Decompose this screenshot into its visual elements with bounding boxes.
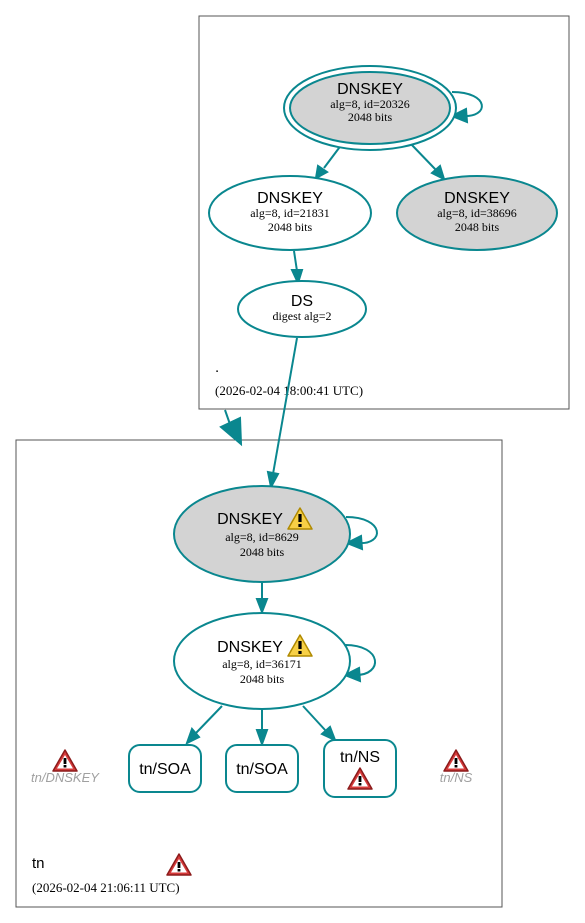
rrset-tn-ns[interactable]: tn/NS [323, 739, 397, 798]
node-alg-id: alg=8, id=38696 [437, 206, 517, 220]
tn-zone-timestamp: (2026-02-04 21:06:11 UTC) [32, 880, 180, 895]
node-bits: 2048 bits [348, 110, 393, 124]
rrset-tn-soa-1[interactable]: tn/SOA [128, 744, 202, 793]
node-title: DNSKEY [217, 511, 283, 528]
rrset-label: tn/NS [340, 749, 380, 766]
node-title: DS [291, 293, 313, 310]
node-title: DNSKEY [444, 190, 510, 207]
node-alg-id: alg=8, id=36171 [222, 657, 302, 671]
rrset-label: tn/SOA [236, 761, 288, 778]
dnskey-node-21831[interactable]: DNSKEY alg=8, id=21831 2048 bits [208, 175, 372, 251]
node-title: DNSKEY [217, 639, 283, 656]
delegation-edge [219, 409, 243, 447]
tn-zone-name: tn [32, 855, 45, 872]
dnskey-node-38696[interactable]: DNSKEY alg=8, id=38696 2048 bits [396, 175, 558, 251]
node-alg-id: alg=8, id=21831 [250, 206, 330, 220]
root-edges [266, 91, 483, 490]
rrset-tn-soa-2[interactable]: tn/SOA [225, 744, 299, 793]
node-digest: digest alg=2 [272, 309, 331, 323]
dnskey-node-20326[interactable]: DNSKEY alg=8, id=20326 2048 bits [283, 65, 457, 151]
ds-node[interactable]: DS digest alg=2 [237, 280, 367, 338]
node-bits: 2048 bits [268, 220, 313, 234]
node-alg-id: alg=8, id=20326 [330, 97, 410, 111]
dnskey-node-8629[interactable]: DNSKEY alg=8, id=8629 2048 bits [173, 485, 351, 583]
rrset-label: tn/SOA [139, 761, 191, 778]
node-title: DNSKEY [337, 81, 403, 98]
missing-label: tn/DNSKEY [31, 770, 100, 785]
node-alg-id: alg=8, id=8629 [225, 530, 299, 544]
dnskey-node-36171[interactable]: DNSKEY alg=8, id=36171 2048 bits [173, 612, 351, 710]
tn-edges [185, 516, 378, 747]
missing-tn-ns[interactable]: tn/NS [440, 749, 473, 785]
node-bits: 2048 bits [240, 672, 285, 686]
missing-tn-dnskey[interactable]: tn/DNSKEY [31, 749, 100, 785]
root-zone-name: . [215, 359, 219, 376]
node-title: DNSKEY [257, 190, 323, 207]
missing-label: tn/NS [440, 770, 473, 785]
root-zone-timestamp: (2026-02-04 18:00:41 UTC) [215, 383, 363, 398]
node-bits: 2048 bits [240, 545, 285, 559]
node-bits: 2048 bits [455, 220, 500, 234]
